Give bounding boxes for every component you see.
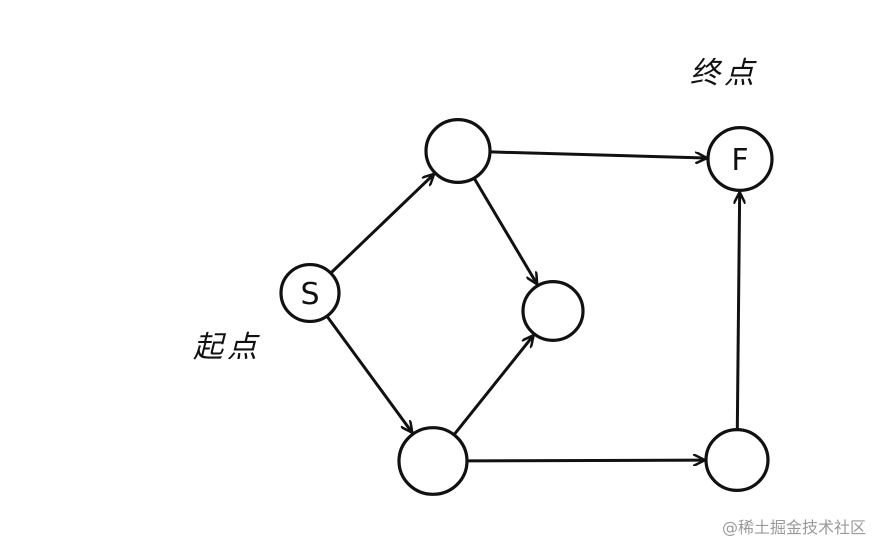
- node-C: [397, 426, 469, 496]
- node-A: [424, 118, 492, 184]
- node-S: S: [279, 262, 341, 324]
- node-D: [704, 428, 770, 492]
- edge-S-A: [330, 175, 434, 274]
- end-label: 终点: [690, 56, 758, 91]
- edge-C-B: [453, 336, 533, 436]
- edge-D-F: [737, 191, 739, 430]
- node-F: F: [706, 126, 774, 192]
- watermark: @稀土掘金技术社区: [721, 518, 866, 537]
- node-label-F: F: [731, 143, 748, 178]
- edges: [326, 150, 740, 461]
- node-label-S: S: [300, 277, 319, 312]
- start-label: 起点: [193, 330, 261, 365]
- nodes: SF: [279, 118, 774, 496]
- node-B: [521, 280, 585, 343]
- edge-C-D: [466, 460, 706, 461]
- edge-A-B: [473, 177, 537, 283]
- edge-A-F: [489, 150, 708, 158]
- edge-S-C: [326, 315, 412, 432]
